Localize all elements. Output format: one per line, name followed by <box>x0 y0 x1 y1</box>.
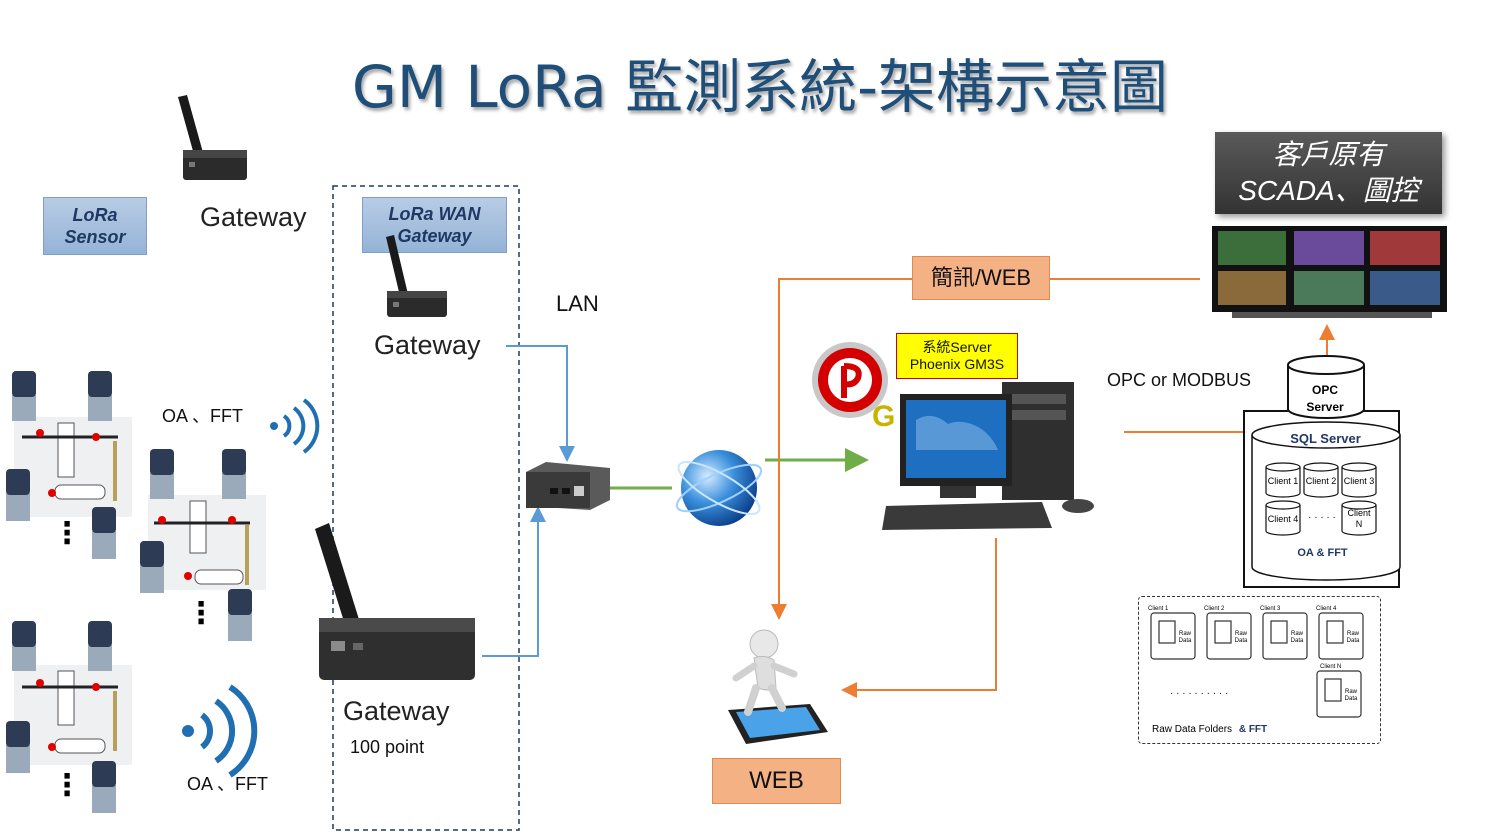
sensor-array-diagram <box>6 371 266 813</box>
lan-switch-icon <box>526 462 610 510</box>
client-n-label: Client N <box>1347 508 1371 529</box>
lora-sensor-label: LoRa Sensor <box>43 197 147 255</box>
ellipsis-vertical: ⋮ <box>186 597 216 630</box>
sms-web-label: 簡訊/WEB <box>912 256 1050 300</box>
raw-data-folder-icons <box>1150 612 1364 718</box>
client-4-label: Client 4 <box>1267 514 1299 524</box>
web-label: WEB <box>712 758 841 804</box>
raw-data-folders-box <box>1138 596 1381 744</box>
opc-server-label: OPC Server <box>1306 383 1344 414</box>
lan-label: LAN <box>556 291 599 316</box>
folder-client-3: Client 3 <box>1260 606 1281 612</box>
gateway-router-icon <box>178 95 247 180</box>
folder-client-4: Client 4 <box>1316 606 1337 612</box>
mobile-web-user-icon <box>728 629 828 744</box>
capacity-label: 100 point <box>350 737 425 757</box>
gateway-router-icon <box>386 235 447 317</box>
raw-data-folders-label: Raw Data Folders & FFT <box>1152 724 1268 735</box>
internet-globe-icon <box>675 450 763 526</box>
folder-client-1: Client 1 <box>1148 606 1169 612</box>
database-diagram <box>1251 355 1401 581</box>
ellipsis-vertical: ⋮ <box>52 769 82 802</box>
gateway-label-bottom: Gateway <box>343 696 450 726</box>
client-1-label: Client 1 <box>1267 476 1299 486</box>
client-3-label: Client 3 <box>1343 476 1375 486</box>
phoenix-logo-icon: G <box>806 336 898 432</box>
svg-text:G: G <box>872 400 895 432</box>
client-2-label: Client 2 <box>1305 476 1337 486</box>
opc-modbus-label: OPC or MODBUS <box>1107 370 1252 390</box>
sql-server-label: SQL Server <box>1290 431 1361 446</box>
ellipsis-vertical: ⋮ <box>52 517 82 550</box>
signal-label-bottom: OA 、FFT <box>187 774 268 794</box>
oa-fft-db-label: OA & FFT <box>1297 547 1348 559</box>
lora-wan-gateway-label: LoRa WAN Gateway <box>362 197 507 253</box>
signal-label-top: OA 、FFT <box>162 406 243 426</box>
system-server-label: 系統Server Phoenix GM3S <box>896 333 1018 379</box>
customer-scada-label: 客戶原有 SCADA、圖控 <box>1215 132 1442 214</box>
server-computer-icon <box>882 382 1094 530</box>
folder-dots: · · · · · · · · · · <box>1170 688 1229 699</box>
gateway-legend-label: Gateway <box>200 202 307 232</box>
client-dots: · · · · · <box>1308 512 1336 523</box>
gateway-router-icon <box>315 523 475 680</box>
folder-client-n: Client N <box>1320 664 1342 670</box>
page-title: GM LoRa 監測系統-架構示意圖 <box>351 53 1169 121</box>
wireless-signal-icon <box>182 684 258 778</box>
wireless-signal-icon <box>270 398 320 454</box>
scada-monitors-icon <box>1212 226 1447 318</box>
folder-client-2: Client 2 <box>1204 606 1225 612</box>
gateway-label-top: Gateway <box>374 330 481 360</box>
